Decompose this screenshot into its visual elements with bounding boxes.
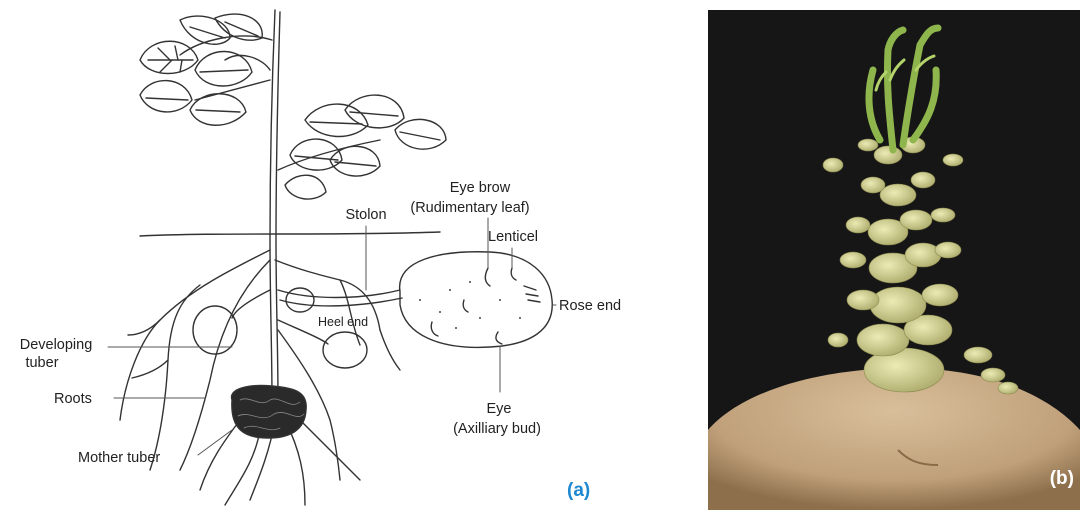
label-eye: Eye [487,401,512,417]
label-roots: Roots [54,391,92,407]
label-heel-end: Heel end [318,315,368,329]
label-mother-tuber: Mother tuber [78,450,160,466]
panel-b-tag: (b) [1050,468,1074,490]
right-leaf-cluster [278,95,446,199]
main-stem [270,10,275,400]
developing-tuber-right [323,332,367,368]
label-rudimentary-leaf: (Rudimentary leaf) [410,200,529,216]
developing-tuber-small [286,288,314,312]
roots [120,250,400,505]
label-stolon: Stolon [345,207,386,223]
upper-leaf-cluster [140,14,272,125]
label-axillary-bud: (Axilliary bud) [453,421,541,437]
label-eye-brow: Eye brow [450,180,511,196]
potato-plant-diagram: Eye brow (Rudimentary leaf) Stolon Lenti… [0,0,700,510]
label-tuber: tuber [25,355,58,371]
label-lenticel: Lenticel [488,229,538,245]
stolon [278,290,400,298]
label-rose-end: Rose end [559,298,621,314]
label-developing: Developing [20,337,93,353]
green-shoots [869,28,938,150]
panel-a-tag: (a) [567,480,590,501]
soil-line [140,232,440,236]
sprouted-potato-photo: (b) [708,10,1080,510]
sprout-cluster [823,137,1018,394]
mother-tuber [232,386,307,438]
